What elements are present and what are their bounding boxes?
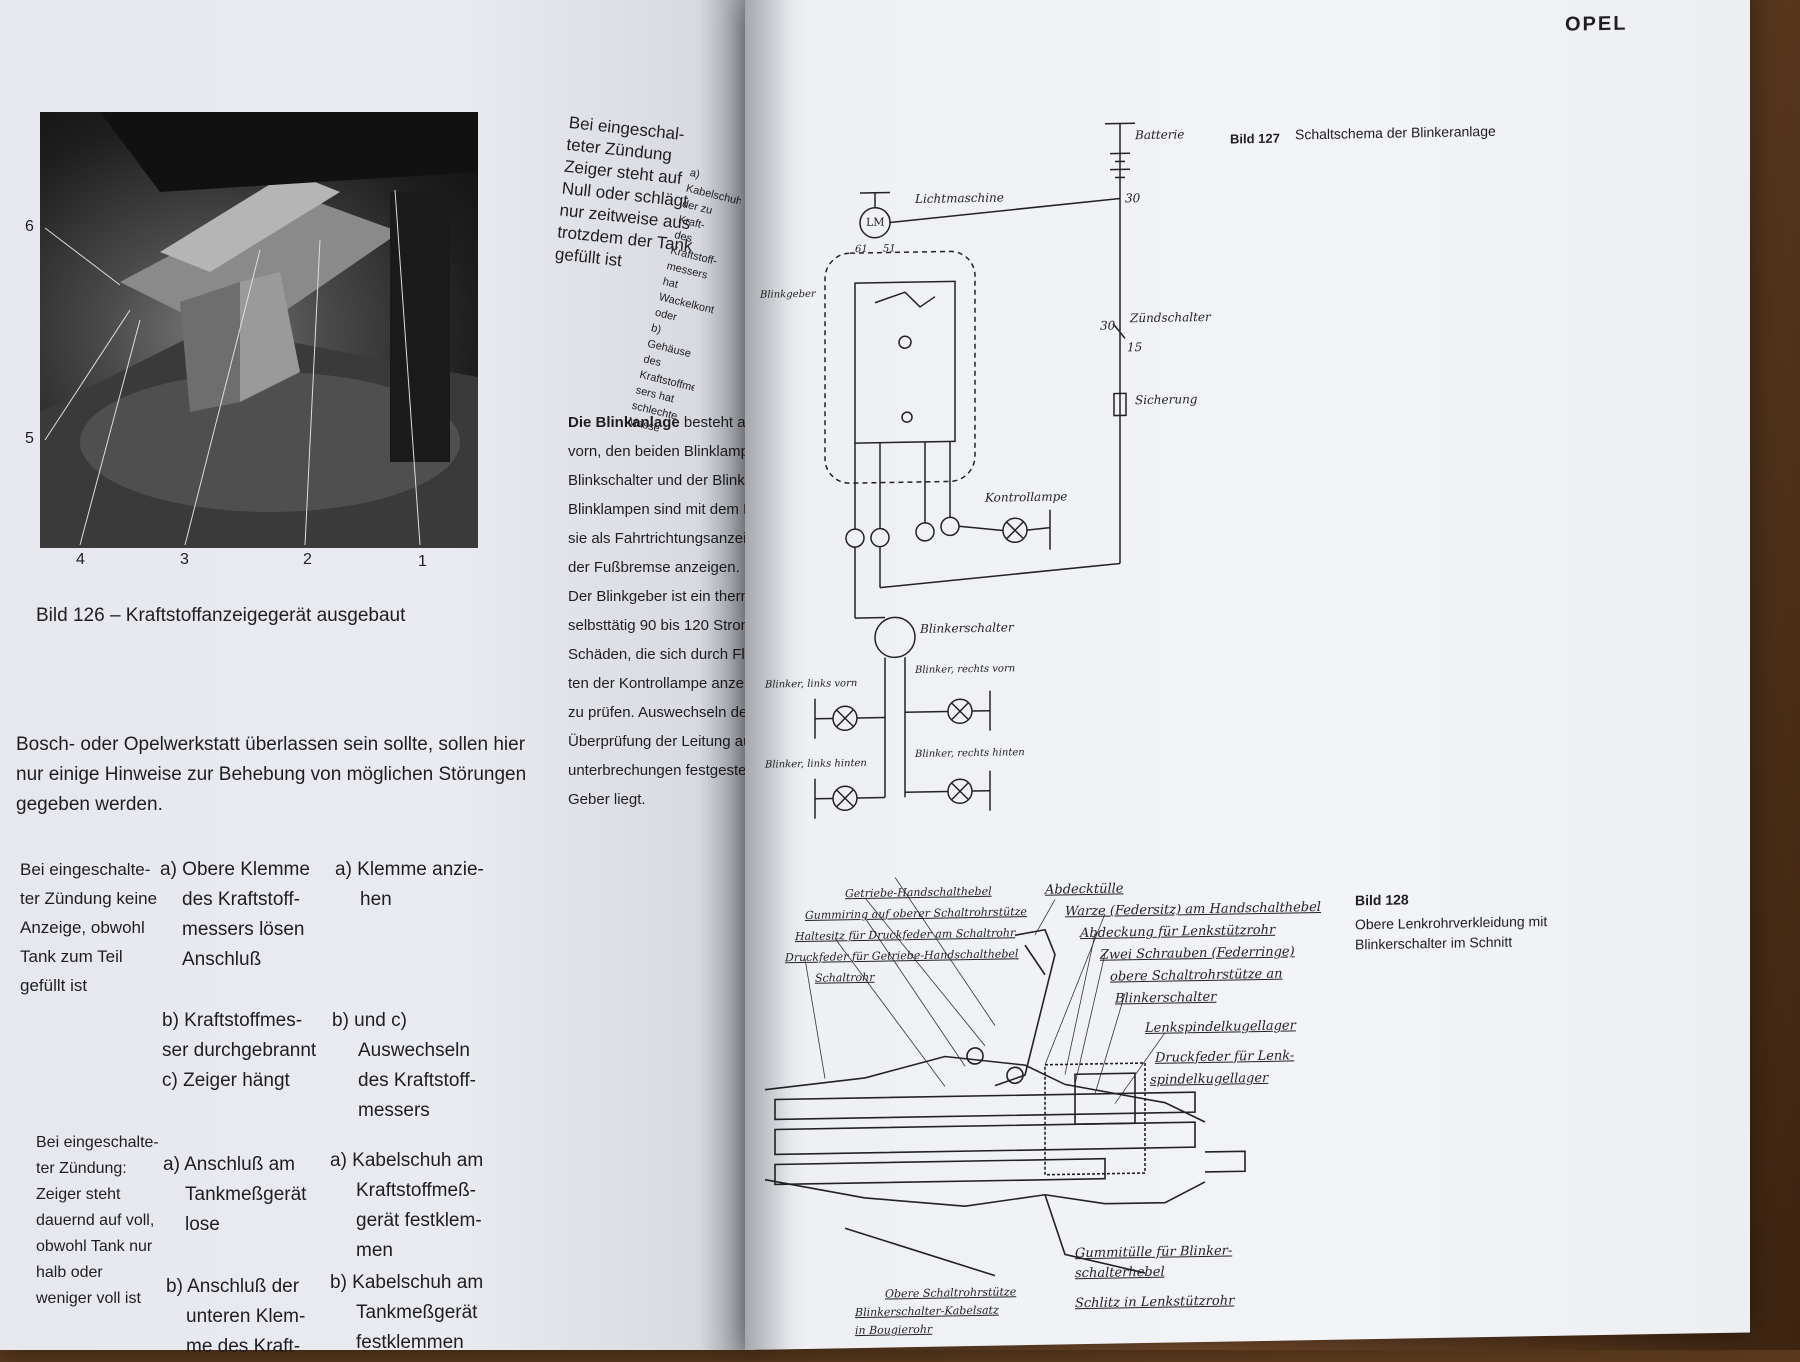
cause-line: a) Obere Klemme: [160, 855, 310, 885]
remedy-line: a) Klemme anzie-: [335, 855, 484, 885]
symptom-line: Bei eingeschalte-: [36, 1130, 159, 1156]
label-zuendschalter: Zündschalter: [1130, 310, 1211, 325]
remedy-line: festklemmen: [330, 1328, 483, 1358]
cause-line: a) Anschluß am: [163, 1150, 306, 1180]
caption-line: Blinkerschalter im Schnitt: [1355, 931, 1547, 954]
label-kontrollampe: Kontrollampe: [985, 489, 1067, 504]
part-label: Blinkerschalter: [1045, 985, 1321, 1012]
remedy-line: Tankmeßgerät: [330, 1298, 483, 1328]
symptom-line: halb oder: [36, 1260, 159, 1286]
remedy-line: b) Kabelschuh am: [330, 1268, 483, 1298]
remedy-2a: a) Kabelschuh am Kraftstoffmeß- gerät fe…: [330, 1146, 483, 1266]
cause-1b: b) Kraftstoffmes- ser durchgebrannt c) Z…: [162, 1006, 316, 1096]
symptom-line: dauernd auf voll,: [36, 1208, 159, 1234]
cause-1a: a) Obere Klemme des Kraftstoff- messers …: [160, 855, 310, 975]
label-lichtmaschine: Lichtmaschine: [915, 190, 1004, 206]
callout-3: 3: [180, 551, 189, 569]
label-t30b: 30: [1100, 319, 1115, 333]
book-gutter-shadow: [700, 0, 790, 1350]
blink-title: Die Blinkanlage: [568, 414, 680, 431]
cause-line: c) Zeiger hängt: [162, 1066, 316, 1096]
label-rechts-hinten: Blinker, rechts hinten: [915, 747, 1025, 760]
label-batterie: Batterie: [1135, 127, 1184, 142]
part-label: Gummitülle für Blinker-: [1075, 1241, 1234, 1264]
figure-126-caption: Bild 126 – Kraftstoffanzeigegerät ausgeb…: [36, 605, 405, 627]
remedy-line: men: [330, 1236, 483, 1266]
label-t30a: 30: [1125, 191, 1140, 205]
part-label: Schlitz in Lenkstützrohr: [1075, 1291, 1234, 1314]
callout-5: 5: [25, 430, 34, 448]
label-lm: LM: [866, 216, 885, 229]
caption-line: Obere Lenkrohrverkleidung mit: [1355, 911, 1547, 934]
cause-2a: a) Anschluß am Tankmeßgerät lose: [163, 1150, 306, 1240]
figure-128-labels-bottom-left: Obere Schaltrohrstütze Blinkerschalter-K…: [855, 1283, 1016, 1340]
right-page: OPEL: [745, 0, 1750, 1350]
symptom-2: Bei eingeschalte- ter Zündung: Zeiger st…: [36, 1130, 159, 1312]
remedy-line: des Kraftstoff-: [332, 1066, 476, 1096]
remedy-1b: b) und c) Auswechseln des Kraftstoff- me…: [332, 1006, 476, 1126]
figure-128-caption: Obere Lenkrohrverkleidung mit Blinkersch…: [1355, 911, 1547, 954]
remedy-1a: a) Klemme anzie- hen: [335, 855, 484, 915]
part-label: schalterhebel: [1075, 1261, 1234, 1284]
remedy-line: Auswechseln: [332, 1036, 476, 1066]
callout-4: 4: [76, 551, 85, 569]
symptom-line: Zeiger steht: [36, 1182, 159, 1208]
label-t15: 15: [1127, 340, 1142, 354]
remedy-line: a) Kabelschuh am: [330, 1146, 483, 1176]
part-label: in Bougierohr: [855, 1319, 1016, 1340]
remedy-line: Kraftstoffmeß-: [330, 1176, 483, 1206]
remedy-line: messers: [332, 1096, 476, 1126]
part-label: Schaltrohr: [785, 964, 1027, 989]
figure-128-labels-bottom-right: Gummitülle für Blinker- schalterhebel Sc…: [1075, 1241, 1234, 1314]
symptom-line: Bei eingeschalte-: [20, 855, 157, 884]
remedy-2b: b) Kabelschuh am Tankmeßgerät festklemme…: [330, 1268, 483, 1358]
cause-line: messers lösen: [160, 915, 310, 945]
cause-line: me des Kraft-: [166, 1332, 305, 1362]
part-label: Druckfeder für Getriebe-Handschalthebel: [785, 943, 1027, 968]
symptom-line: obwohl Tank nur: [36, 1234, 159, 1260]
symptom-line: ter Zündung keine: [20, 884, 157, 913]
part-label: Lenkspindelkugellager: [1045, 1015, 1321, 1042]
left-page: 6 5 4 3 2 1 Bild 126 – Kraftstoffanzeige…: [0, 0, 755, 1350]
figure-127-wiring-diagram: [745, 0, 1745, 860]
label-rechts-vorn: Blinker, rechts vorn: [915, 663, 1015, 676]
intro-paragraph: Bosch- oder Opelwerkstatt überlassen sei…: [16, 730, 536, 820]
callout-1: 1: [418, 553, 427, 571]
label-blinkerschalter: Blinkerschalter: [920, 620, 1014, 636]
cause-line: lose: [163, 1210, 306, 1240]
remedy-line: b) und c): [332, 1006, 476, 1036]
figure-128-labels-right: Abdecktülle Warze (Federsitz) am Handsch…: [1045, 875, 1321, 1094]
part-label: Blinkerschalter-Kabelsatz: [855, 1301, 1016, 1322]
remedy-line: gerät festklem-: [330, 1206, 483, 1236]
cause-2b: b) Anschluß der unteren Klem- me des Kra…: [166, 1272, 305, 1362]
callout-2: 2: [303, 551, 312, 569]
callout-6: 6: [25, 218, 34, 236]
label-t51: 51: [883, 243, 896, 254]
label-sicherung: Sicherung: [1135, 392, 1197, 407]
cause-line: des Kraftstoff-: [160, 885, 310, 915]
figure-128-labels-left: Getriebe-Handschalthebel Gummiring auf o…: [785, 880, 1027, 989]
symptom-1: Bei eingeschalte- ter Zündung keine Anze…: [20, 855, 157, 1000]
symptom-line: Anzeige, obwohl: [20, 913, 157, 942]
label-t61: 61: [855, 244, 868, 255]
symptom-line: ter Zündung:: [36, 1156, 159, 1182]
cause-line: Anschluß: [160, 945, 310, 975]
symptom-line: Tank zum Teil: [20, 942, 157, 971]
cause-line: Tankmeßgerät: [163, 1180, 306, 1210]
cause-line: unteren Klem-: [166, 1302, 305, 1332]
remedy-line: hen: [335, 885, 484, 915]
symptom-line: gefüllt ist: [20, 971, 157, 1000]
cause-line: b) Kraftstoffmes-: [162, 1006, 316, 1036]
cause-line: b) Anschluß der: [166, 1272, 305, 1302]
symptom-line: weniger voll ist: [36, 1286, 159, 1312]
figure-128-label: Bild 128: [1355, 891, 1409, 908]
cause-line: ser durchgebrannt: [162, 1036, 316, 1066]
figure-127-label: Bild 127: [1230, 131, 1280, 147]
